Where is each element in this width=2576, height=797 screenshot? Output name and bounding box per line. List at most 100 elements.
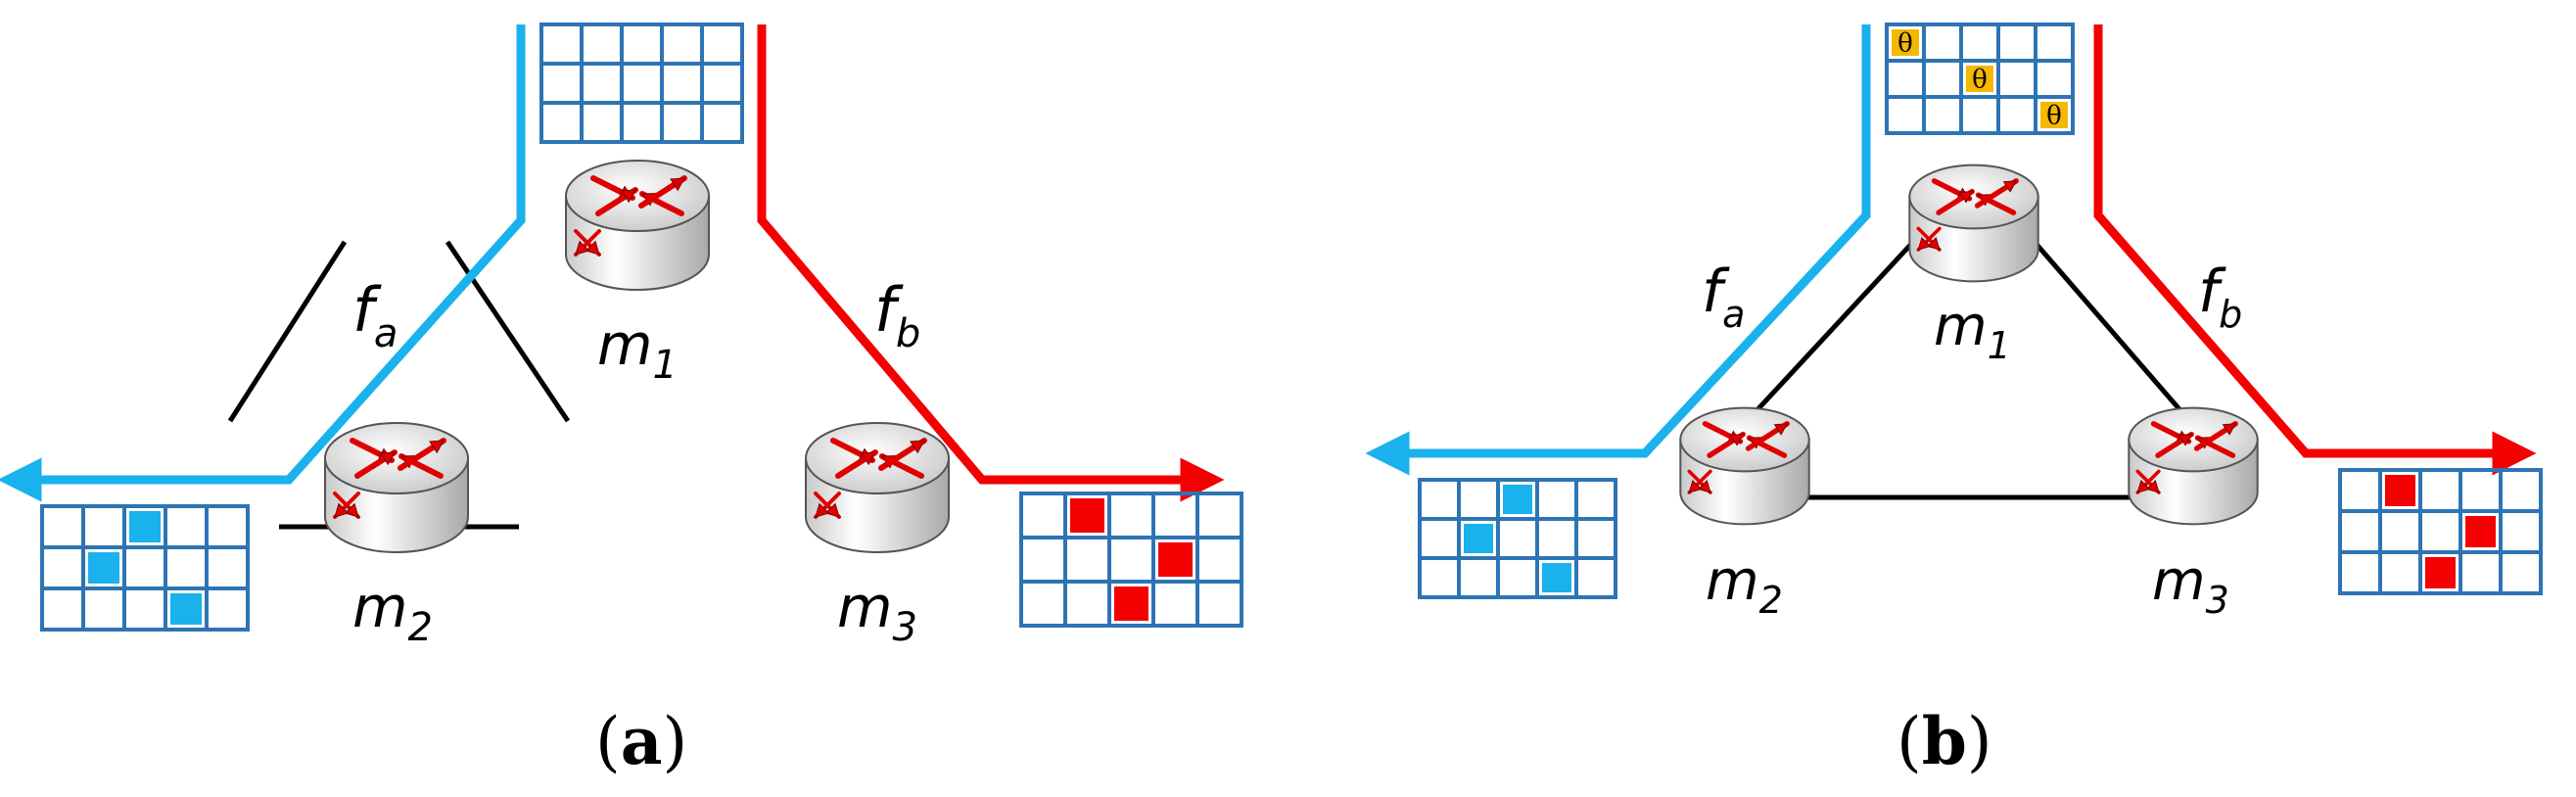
table-cell-b (1070, 498, 1104, 533)
node-m3-label: m3 (2152, 549, 2229, 622)
flow-table-left (1418, 478, 1617, 599)
table-cell-b (2385, 475, 2415, 506)
table-grid-cell (2338, 468, 2382, 513)
table-cell-a (88, 552, 119, 584)
table-grid-cell (1151, 492, 1199, 539)
table-grid-cell (539, 23, 584, 66)
table-grid-cell (1959, 23, 2000, 63)
arrow-head (1926, 236, 1941, 251)
table-grid-cell (164, 545, 209, 590)
table-grid-cell (2338, 509, 2382, 554)
table-grid-cell (1063, 580, 1111, 628)
theta-symbol: θ (1897, 29, 1913, 59)
arrow-head (1773, 423, 1789, 436)
arrow-head (380, 451, 396, 466)
router-icon (565, 160, 710, 291)
table-grid-cell (580, 62, 624, 105)
arrow-head (621, 189, 636, 204)
table-grid-cell (620, 23, 664, 66)
table-grid-cell (205, 545, 250, 590)
table-grid-cell (1535, 517, 1578, 560)
arrow-head (861, 451, 876, 466)
table-grid-cell (620, 101, 664, 144)
table-grid-cell (1195, 492, 1243, 539)
table-cell-b (2465, 516, 2496, 547)
table-grid-cell (1418, 478, 1461, 521)
table-cell-b (1114, 586, 1148, 621)
arrow-head (344, 502, 359, 518)
table-grid-cell (1574, 556, 1617, 599)
router-top (1679, 406, 1810, 473)
table-grid-cell (2378, 550, 2422, 595)
table-grid-cell (1885, 59, 1926, 99)
table-grid-cell (1019, 580, 1067, 628)
arrow-head (815, 502, 830, 518)
table-grid-cell (164, 504, 209, 549)
table-grid-cell (1535, 478, 1578, 521)
table-grid-cell (1496, 556, 1539, 599)
router-top (565, 160, 710, 232)
router-icon (1679, 406, 1810, 526)
arrow-head (1729, 434, 1745, 446)
theta-symbol: θ (1972, 66, 1988, 95)
router-top (1908, 164, 2039, 230)
table-grid-cell (580, 101, 624, 144)
table-grid-cell (660, 101, 704, 144)
arrow-head (1958, 191, 1974, 204)
table-grid-cell (2034, 95, 2075, 135)
table-grid-cell (1996, 59, 2037, 99)
table-grid-cell (1457, 478, 1500, 521)
table-grid-cell (660, 62, 704, 105)
router-icon (2128, 406, 2259, 526)
table-grid-cell (1574, 517, 1617, 560)
flow-table-middle: θθθ (1885, 23, 2075, 135)
panel-caption-a: (a) (595, 703, 687, 779)
router-icon (1908, 164, 2039, 283)
table-grid-cell (539, 101, 584, 144)
table-grid-cell (580, 23, 624, 66)
table-grid-cell (1063, 536, 1111, 584)
table-grid-cell (1959, 95, 2000, 135)
router-icon (805, 422, 950, 553)
table-cell-a (1503, 485, 1532, 514)
arrow-head (2178, 434, 2193, 446)
table-grid-cell (81, 586, 126, 632)
table-grid-cell (2418, 509, 2462, 554)
table-grid-cell (2499, 468, 2543, 513)
panel-caption-b: (b) (1897, 703, 1992, 779)
arrow-head (1688, 479, 1703, 493)
arrow-head (334, 502, 350, 518)
arrow-head (1697, 479, 1711, 493)
table-grid-cell (1195, 580, 1243, 628)
table-grid-cell (1496, 517, 1539, 560)
flow-b-path (757, 24, 1225, 502)
arrow-head (2145, 479, 2160, 493)
arrow-head (575, 240, 590, 256)
node-m2-label: m2 (1706, 549, 1783, 622)
table-grid-cell (1922, 95, 1963, 135)
table-grid-cell (2418, 468, 2462, 513)
node-m1-label: m1 (1934, 295, 2011, 367)
table-grid-cell (40, 504, 85, 549)
flow-table-middle (539, 23, 744, 144)
table-cell-b (1158, 542, 1193, 577)
table-grid-cell (1922, 59, 1963, 99)
table-cell-b (2425, 557, 2456, 588)
table-grid-cell (620, 62, 664, 105)
flow-table-left (40, 504, 250, 632)
table-grid-cell (2034, 59, 2075, 99)
table-grid-cell (1107, 536, 1155, 584)
router-icon (324, 422, 469, 553)
flow-a-path (0, 24, 526, 502)
table-cell-a (129, 511, 161, 542)
table-grid-cell (1019, 492, 1067, 539)
table-grid-cell (2034, 23, 2075, 63)
router-top (805, 422, 950, 494)
table-grid-cell (1574, 478, 1617, 521)
flow-a-label: fa (352, 274, 398, 356)
table-grid-cell (2459, 468, 2503, 513)
table-grid-cell (1885, 95, 1926, 135)
arrow-head (429, 440, 445, 454)
arrow-head (585, 240, 600, 256)
table-grid-cell (1107, 492, 1155, 539)
